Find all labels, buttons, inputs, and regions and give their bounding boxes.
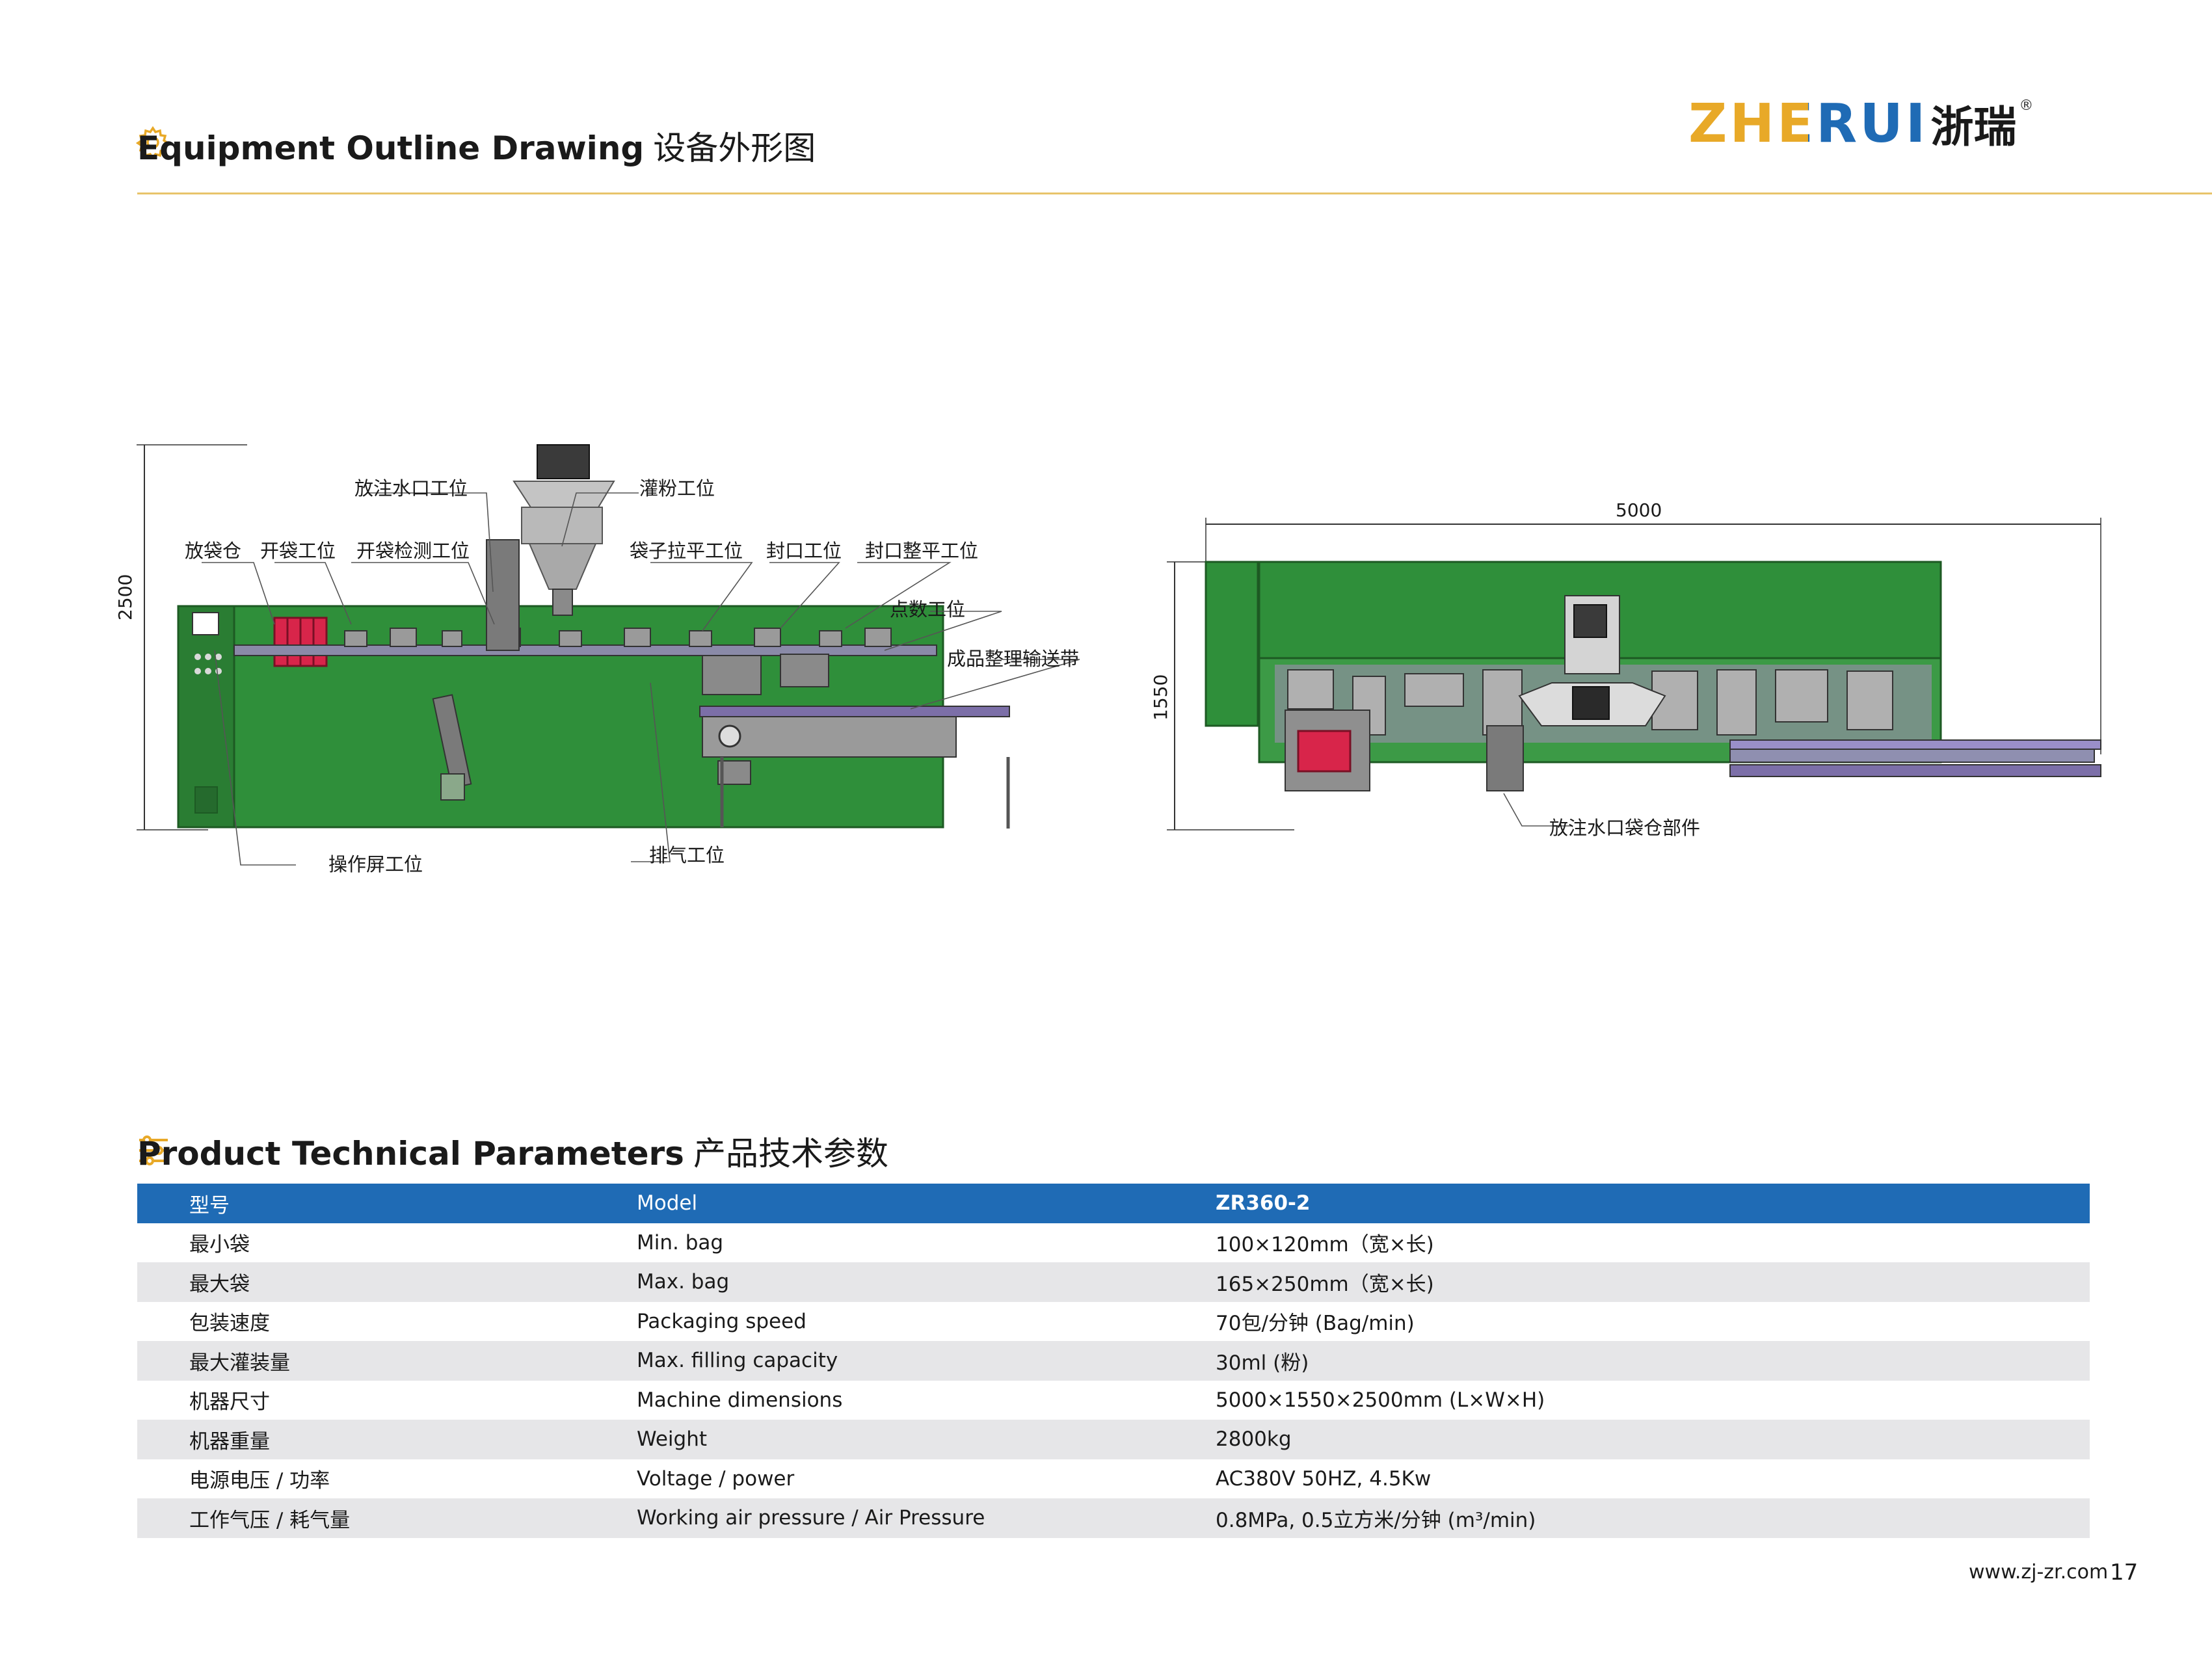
label-nozzle-magazine: 放注水口袋仓部件 [1549, 817, 1701, 839]
cell-label-cn: 电源电压 / 功率 [189, 1469, 330, 1493]
cell-value: AC380V 50HZ, 4.5Kw [1216, 1467, 1432, 1491]
outline-title-cn: 设备外形图 [653, 129, 816, 167]
label-operator-screen: 操作屏工位 [328, 853, 423, 875]
label-sealing: 封口工位 [766, 540, 842, 562]
cell-label-en: Weight [637, 1420, 1216, 1459]
page-number: 17 [2110, 1559, 2139, 1586]
registered-mark: ® [2019, 98, 2034, 114]
cell-label-en: Voltage / power [637, 1467, 795, 1491]
label-exhaust: 排气工位 [649, 844, 725, 866]
cell-label-en: Max. bag [637, 1262, 1216, 1302]
cell-value: 30ml (粉) [1216, 1341, 2090, 1381]
label-seal-flatten: 封口整平工位 [865, 540, 979, 562]
cell-label-en: Max. filling capacity [637, 1341, 1216, 1381]
cell-value: 100×120mm（宽×长) [1216, 1233, 1434, 1257]
label-bag-opening: 开袋工位 [260, 540, 336, 562]
header-cell-cn: 型号 [137, 1184, 637, 1223]
machine-front-view [137, 444, 1080, 866]
table-row: 电源电压 / 功率 Voltage / power AC380V 50HZ, 4… [137, 1459, 2090, 1499]
outline-title-en: Equipment Outline Drawing [137, 129, 645, 167]
sliders-icon [139, 1135, 168, 1165]
label-counting: 点数工位 [890, 598, 966, 620]
header-divider [137, 192, 2212, 194]
cell-label-en: Min. bag [637, 1230, 724, 1254]
header-cell-model: ZR360-2 [1216, 1184, 2090, 1223]
brand-logo: ZHERUI 浙瑞 ® [1688, 93, 2034, 155]
params-title-en: Product Technical Parameters [137, 1135, 684, 1173]
dim-length: 5000 [1616, 499, 1662, 521]
logo-cn: 浙瑞 [1930, 102, 2017, 152]
table-row: 最大灌装量 Max. filling capacity 30ml (粉) [137, 1341, 2090, 1381]
cell-label-cn: 工作气压 / 耗气量 [137, 1498, 637, 1538]
machine-top-view [1167, 518, 2101, 830]
logo-wordmark: ZHERUI [1688, 92, 1928, 155]
table-row: 机器尺寸 Machine dimensions 5000×1550×2500mm… [137, 1381, 2090, 1420]
cell-label-cn: 最大灌装量 [137, 1341, 637, 1381]
cell-label-cn: 包装速度 [189, 1312, 270, 1336]
cell-value: 5000×1550×2500mm (L×W×H) [1216, 1388, 1545, 1412]
label-bag-magazine: 放袋仓 [185, 540, 242, 562]
label-bag-flatten: 袋子拉平工位 [630, 540, 743, 562]
table-row: 最大袋 Max. bag 165×250mm（宽×长) [137, 1262, 2090, 1302]
label-bag-open-detect: 开袋检测工位 [356, 540, 470, 562]
label-conveyor: 成品整理输送带 [947, 648, 1080, 670]
cell-label-cn: 机器重量 [137, 1420, 637, 1459]
cell-label-en: Packaging speed [637, 1309, 806, 1333]
dim-height: 2500 [114, 574, 136, 620]
website-link[interactable]: www.zj-zr.com [1969, 1561, 2109, 1584]
cell-value: 0.8MPa, 0.5立方米/分钟 (m³/min) [1216, 1498, 2090, 1538]
cell-value: 165×250mm（宽×长) [1216, 1262, 2090, 1302]
table-row: 机器重量 Weight 2800kg [137, 1420, 2090, 1459]
table-row: 工作气压 / 耗气量 Working air pressure / Air Pr… [137, 1498, 2090, 1538]
parameters-table: 型号 Model ZR360-2 最小袋 Min. bag 100×120mm（… [137, 1184, 2090, 1538]
cell-label-cn: 最小袋 [189, 1233, 250, 1257]
params-title-cn: 产品技术参数 [693, 1135, 888, 1173]
cell-value: 70包/分钟 (Bag/min) [1216, 1312, 1415, 1336]
header-cell-en: Model [637, 1184, 1216, 1223]
cell-label-en: Working air pressure / Air Pressure [637, 1498, 1216, 1538]
gear-icon [136, 126, 170, 159]
cell-label-cn: 最大袋 [137, 1262, 637, 1302]
dim-width: 1550 [1150, 674, 1171, 721]
table-row: 包装速度 Packaging speed 70包/分钟 (Bag/min) [137, 1302, 2090, 1342]
label-powder-filling: 灌粉工位 [639, 477, 715, 499]
cell-label-cn: 机器尺寸 [189, 1390, 270, 1414]
label-nozzle-station: 放注水口工位 [354, 477, 468, 499]
cell-value: 2800kg [1216, 1420, 2090, 1459]
table-row: 最小袋 Min. bag 100×120mm（宽×长) [137, 1223, 2090, 1263]
cell-label-en: Machine dimensions [637, 1388, 843, 1412]
table-header-row: 型号 Model ZR360-2 [137, 1184, 2090, 1223]
